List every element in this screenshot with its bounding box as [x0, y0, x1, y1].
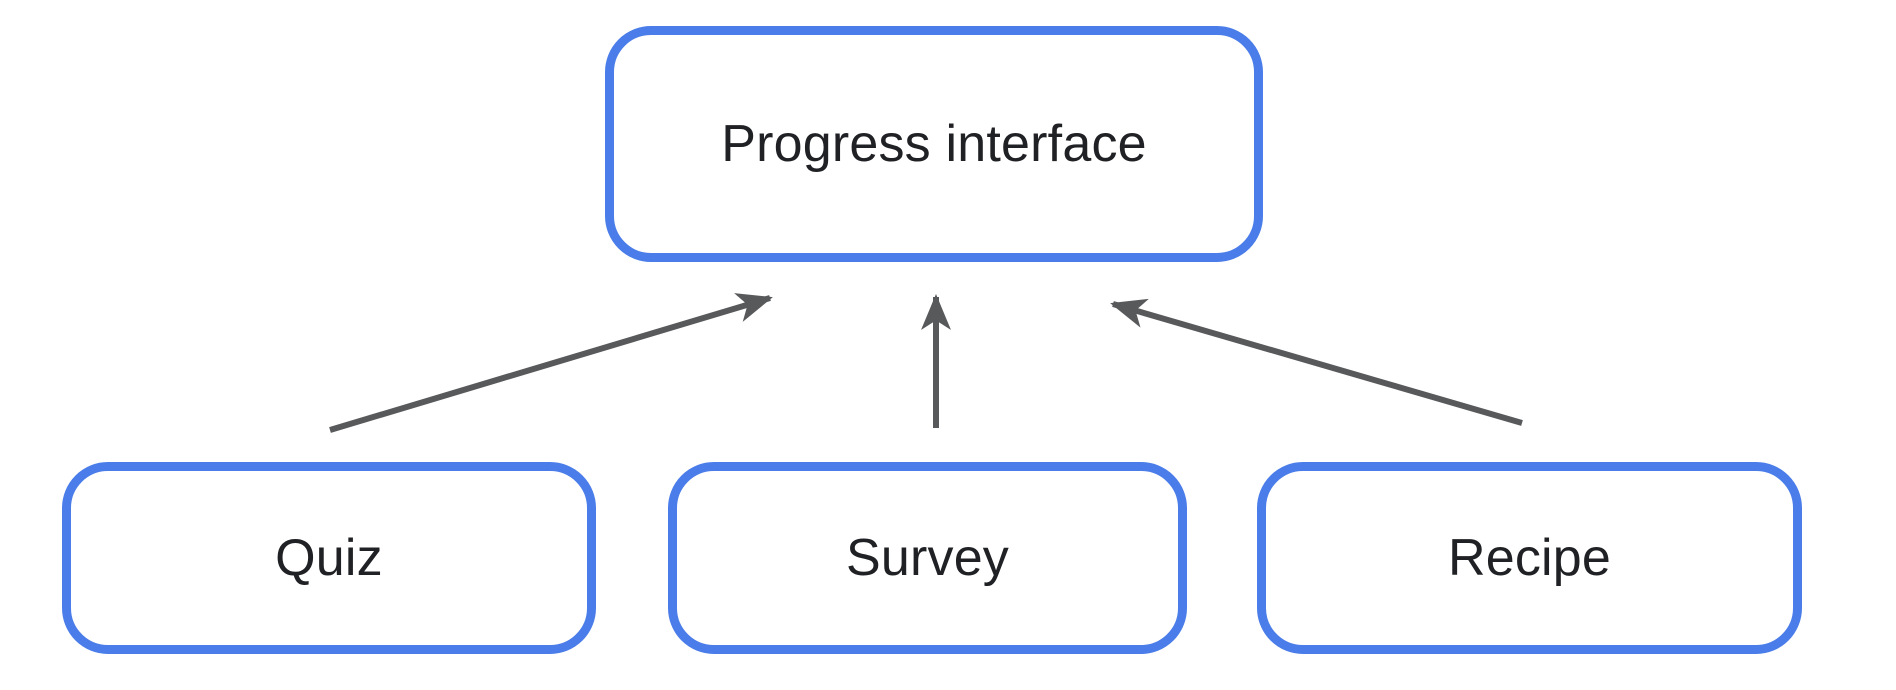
- node-survey-label: Survey: [845, 529, 1010, 587]
- node-quiz[interactable]: Quiz: [62, 462, 596, 654]
- node-progress-interface[interactable]: Progress interface: [605, 26, 1263, 262]
- node-survey[interactable]: Survey: [668, 462, 1187, 654]
- node-progress-interface-label: Progress interface: [721, 115, 1147, 173]
- node-quiz-label: Quiz: [275, 529, 383, 587]
- arrow-recipe-to-progress[interactable]: [1110, 298, 1523, 426]
- arrow-quiz-to-progress[interactable]: [329, 293, 773, 433]
- node-recipe-label: Recipe: [1447, 529, 1612, 587]
- node-recipe[interactable]: Recipe: [1257, 462, 1802, 654]
